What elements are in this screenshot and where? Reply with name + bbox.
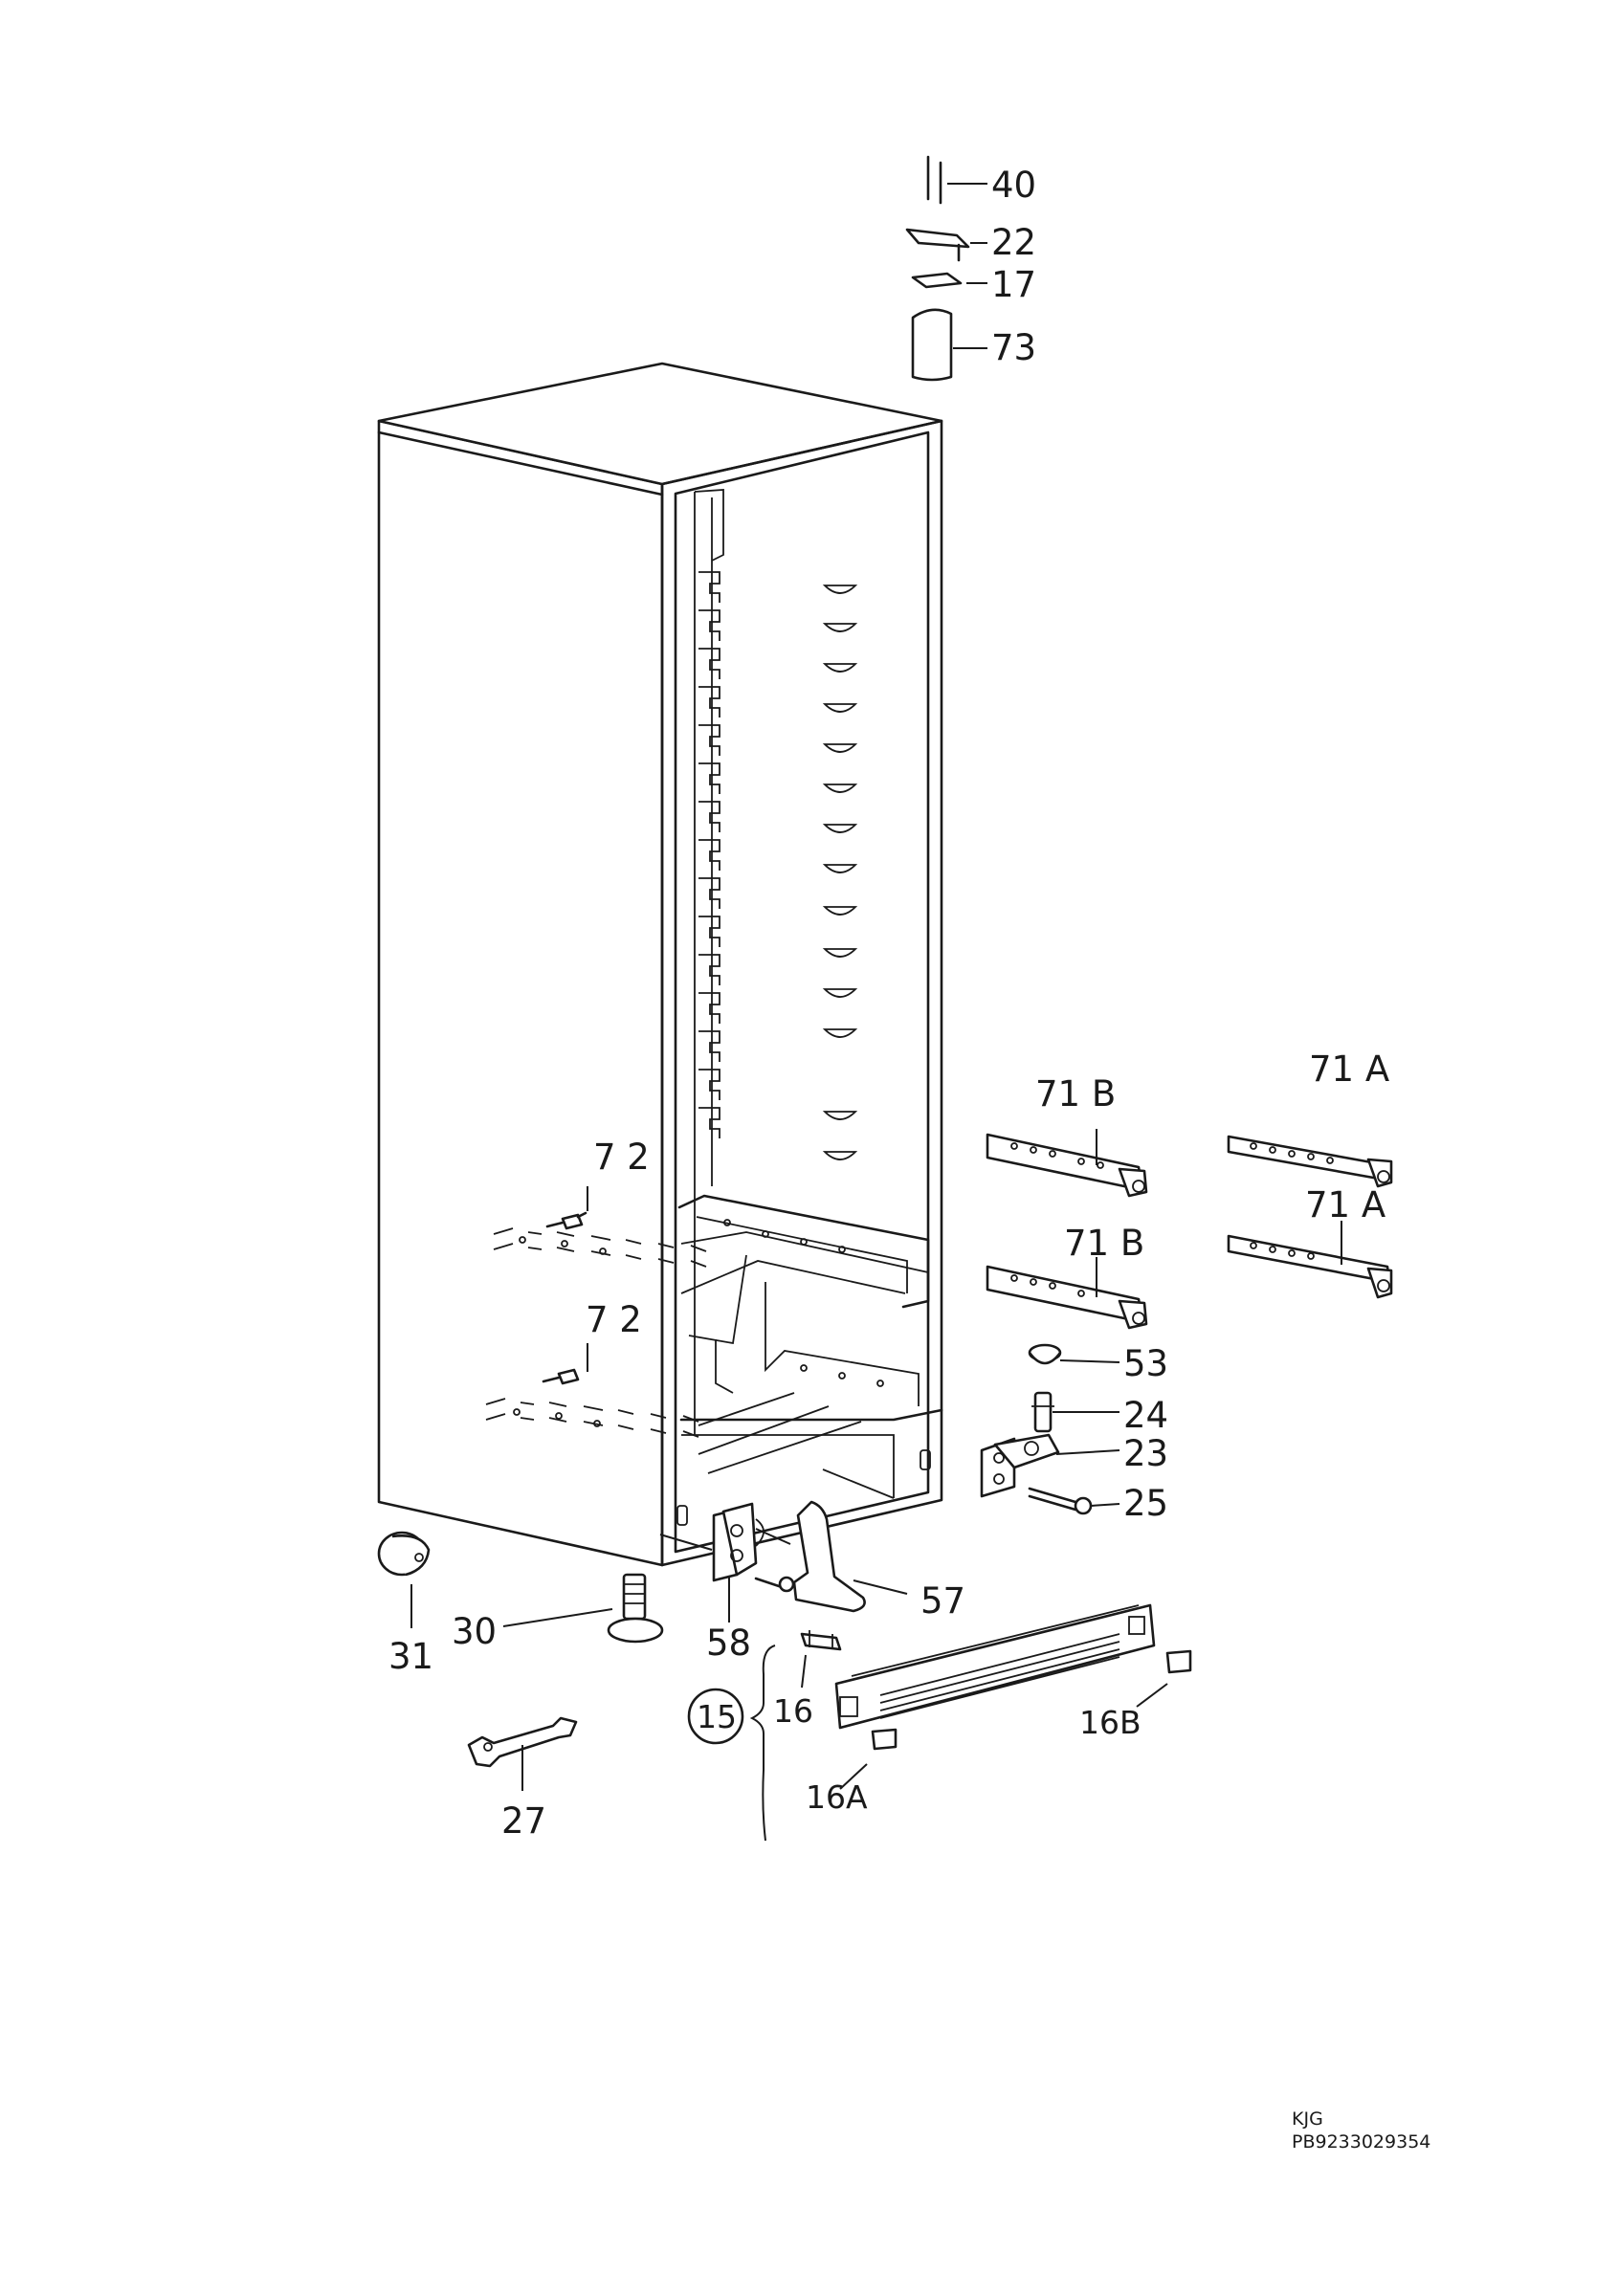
part-31-knob: [377, 1531, 431, 1628]
shelf-support-cups: [822, 585, 858, 1160]
callout-24: 24: [1123, 1395, 1168, 1436]
callout-57: 57: [920, 1580, 965, 1622]
part-16-clip: [800, 1630, 842, 1689]
part-71A-runner-bottom: [1227, 1221, 1393, 1299]
callout-73: 73: [991, 327, 1036, 368]
drawer-compartment: [676, 1194, 943, 1526]
callout-58: 58: [706, 1623, 751, 1664]
part-27-wrench: [467, 1716, 578, 1791]
part-71B-runner-top: [986, 1129, 1148, 1198]
part-25-screw: [1028, 1487, 1120, 1515]
callout-15: 15: [697, 1698, 737, 1735]
part-plinth-grille: [834, 1603, 1156, 1730]
callout-71A-bottom: 71 A: [1305, 1184, 1385, 1225]
callout-16: 16: [773, 1692, 813, 1730]
callout-25: 25: [1123, 1483, 1168, 1524]
part-72-rail-top: [493, 1211, 707, 1268]
callout-72-bottom: 7 2: [586, 1299, 642, 1340]
part-17-shim: [911, 272, 987, 289]
callout-71B-top: 71 B: [1035, 1073, 1116, 1115]
callout-31: 31: [388, 1636, 433, 1677]
part-53-cap: [1028, 1343, 1120, 1365]
part-22-bracket: [905, 228, 987, 262]
callout-16B: 16B: [1079, 1704, 1141, 1741]
callout-16A: 16A: [806, 1778, 868, 1816]
cabinet-body: [377, 362, 943, 1567]
callout-71B-bottom: 71 B: [1064, 1223, 1144, 1264]
callout-22: 22: [991, 222, 1036, 263]
callout-23: 23: [1123, 1433, 1168, 1474]
part-40-pins: [926, 155, 987, 205]
shelf-support-notches: [698, 571, 720, 1138]
part-15-group: [687, 1645, 776, 1842]
footer-code-1: KJG: [1292, 2108, 1323, 2130]
callout-27: 27: [501, 1800, 546, 1842]
callout-40: 40: [991, 165, 1036, 206]
footer-code-2: PB9233029354: [1292, 2131, 1431, 2152]
part-16A-end-cap: [839, 1728, 898, 1790]
part-71A-runner-top: [1227, 1135, 1393, 1188]
callout-53: 53: [1123, 1343, 1168, 1384]
part-30-leveling-foot: [502, 1573, 664, 1644]
part-72-rail-bottom: [485, 1368, 699, 1438]
callout-labels: 40 22 17 73 71 A 71 B 71 A 71 B 7 2 7 2 …: [388, 165, 1389, 1842]
part-57-foot-cover: [792, 1500, 908, 1613]
part-71B-runner-bottom: [986, 1257, 1148, 1330]
callout-17: 17: [991, 264, 1036, 305]
part-23-hinge: [980, 1433, 1120, 1498]
part-58-hinge-bracket: [712, 1502, 795, 1623]
callout-71A-top: 71 A: [1309, 1049, 1389, 1090]
part-73-cover: [911, 308, 987, 382]
callout-30: 30: [452, 1611, 497, 1652]
leaders-72: [587, 1186, 713, 1551]
part-24-pin: [1031, 1391, 1119, 1433]
callout-72-top: 7 2: [593, 1137, 650, 1178]
part-16B-end-cap: [1136, 1649, 1192, 1708]
